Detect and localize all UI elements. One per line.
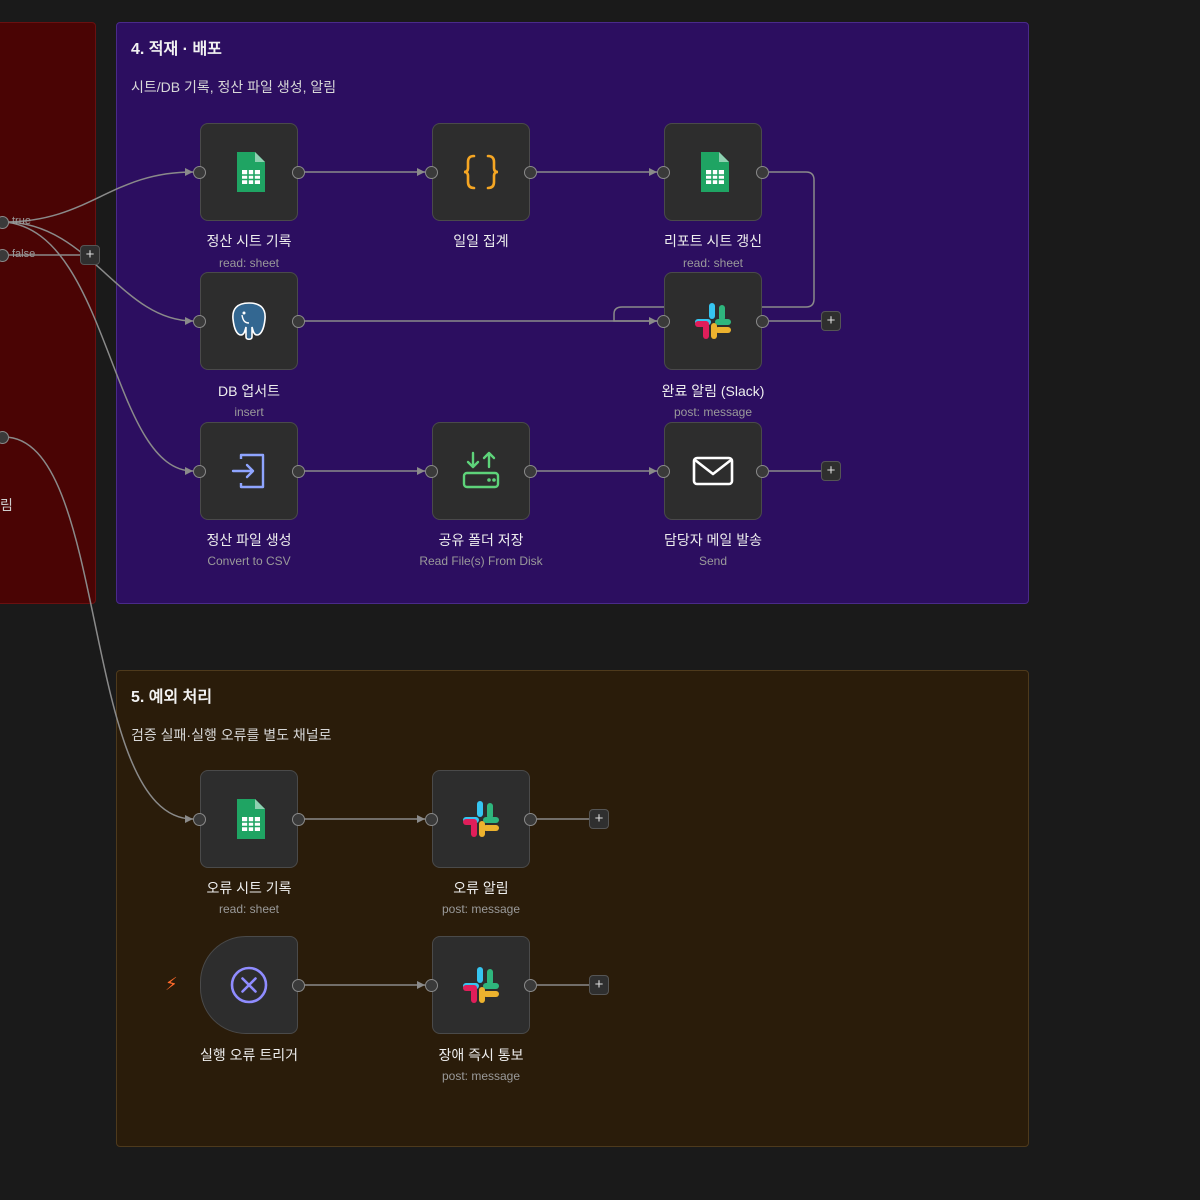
- node-subtitle: post: message: [441, 902, 521, 916]
- output-port-true[interactable]: [0, 216, 9, 229]
- branch-label-true: true: [12, 215, 31, 227]
- branch-label-false: false: [12, 248, 36, 260]
- disk-transfer-icon: [462, 451, 500, 489]
- slack-icon: [695, 303, 731, 339]
- input-port[interactable]: [425, 166, 438, 179]
- input-port[interactable]: [425, 465, 438, 478]
- node-label: 오류 알림: [453, 880, 509, 896]
- mail-icon: [692, 456, 734, 486]
- group-description: 시트/DB 기록, 정산 파일 생성, 알림: [131, 79, 337, 95]
- node-daily-agg[interactable]: [432, 123, 530, 221]
- node-label: 완료 알림 (Slack): [661, 383, 765, 399]
- node-error-sheet[interactable]: [200, 770, 298, 868]
- output-port[interactable]: [524, 979, 537, 992]
- output-port[interactable]: [756, 465, 769, 478]
- input-port[interactable]: [657, 166, 670, 179]
- node-subtitle: read: sheet: [218, 256, 280, 270]
- output-port[interactable]: [756, 315, 769, 328]
- node-label: 장애 즉시 통보: [438, 1047, 524, 1063]
- output-port[interactable]: [292, 465, 305, 478]
- node-sheet-record[interactable]: [200, 123, 298, 221]
- group-title: 4. 적재 · 배포: [131, 41, 222, 58]
- node-report-update[interactable]: [664, 123, 762, 221]
- output-port[interactable]: [292, 979, 305, 992]
- node-subtitle: read: sheet: [682, 256, 744, 270]
- output-port[interactable]: [524, 166, 537, 179]
- node-label: 오류 시트 기록: [206, 880, 292, 896]
- input-port[interactable]: [193, 166, 206, 179]
- add-node-button[interactable]: +: [821, 461, 841, 481]
- output-port[interactable]: [524, 813, 537, 826]
- output-port-false[interactable]: [0, 249, 9, 262]
- node-subtitle: post: message: [673, 405, 753, 419]
- google-sheets-icon: [237, 152, 265, 192]
- node-label: 정산 시트 기록: [206, 233, 292, 249]
- add-node-button[interactable]: +: [589, 975, 609, 995]
- node-label: 리포트 시트 갱신: [664, 233, 762, 249]
- output-port[interactable]: [524, 465, 537, 478]
- node-outage-notice[interactable]: [432, 936, 530, 1034]
- code-braces-icon: [463, 154, 499, 190]
- output-port[interactable]: [292, 813, 305, 826]
- input-port[interactable]: [657, 315, 670, 328]
- node-label: 공유 폴더 저장: [438, 532, 524, 548]
- node-db-upsert[interactable]: [200, 272, 298, 370]
- output-port[interactable]: [292, 315, 305, 328]
- node-mail-send[interactable]: [664, 422, 762, 520]
- node-subtitle: insert: [234, 405, 264, 419]
- node-slack-done[interactable]: [664, 272, 762, 370]
- node-file-gen[interactable]: [200, 422, 298, 520]
- node-subtitle: Convert to CSV: [207, 554, 291, 568]
- node-label: 일일 집계: [453, 233, 509, 249]
- input-port[interactable]: [193, 315, 206, 328]
- input-port[interactable]: [425, 979, 438, 992]
- input-port[interactable]: [193, 813, 206, 826]
- node-subtitle: read: sheet: [218, 902, 280, 916]
- group-title: 5. 예외 처리: [131, 689, 213, 706]
- google-sheets-icon: [237, 799, 265, 839]
- slack-icon: [463, 967, 499, 1003]
- node-shared-save[interactable]: [432, 422, 530, 520]
- error-trigger-icon: [230, 966, 268, 1004]
- add-node-button[interactable]: +: [80, 245, 100, 265]
- node-subtitle: Send: [698, 554, 728, 568]
- output-port-error[interactable]: [0, 431, 9, 444]
- node-error-trigger[interactable]: [200, 936, 298, 1034]
- node-subtitle: Read File(s) From Disk: [419, 554, 543, 568]
- input-port[interactable]: [425, 813, 438, 826]
- output-port[interactable]: [756, 166, 769, 179]
- node-label: 정산 파일 생성: [206, 532, 292, 548]
- node-label: 실행 오류 트리거: [200, 1047, 298, 1063]
- input-port[interactable]: [193, 465, 206, 478]
- trigger-bolt-icon: ⚡: [165, 974, 178, 994]
- output-port[interactable]: [292, 166, 305, 179]
- input-port[interactable]: [657, 465, 670, 478]
- google-sheets-icon: [701, 152, 729, 192]
- add-node-button[interactable]: +: [589, 809, 609, 829]
- node-label: DB 업서트: [218, 383, 280, 399]
- node-label: 담당자 메일 발송: [664, 532, 762, 548]
- postgres-icon: [232, 302, 266, 341]
- group-validation: [0, 22, 96, 604]
- truncated-node-label: 림: [0, 497, 13, 513]
- group-description: 검증 실패·실행 오류를 별도 채널로: [131, 727, 332, 743]
- slack-icon: [463, 801, 499, 837]
- file-export-icon: [231, 453, 265, 489]
- node-error-alert[interactable]: [432, 770, 530, 868]
- add-node-button[interactable]: +: [821, 311, 841, 331]
- node-subtitle: post: message: [441, 1069, 521, 1083]
